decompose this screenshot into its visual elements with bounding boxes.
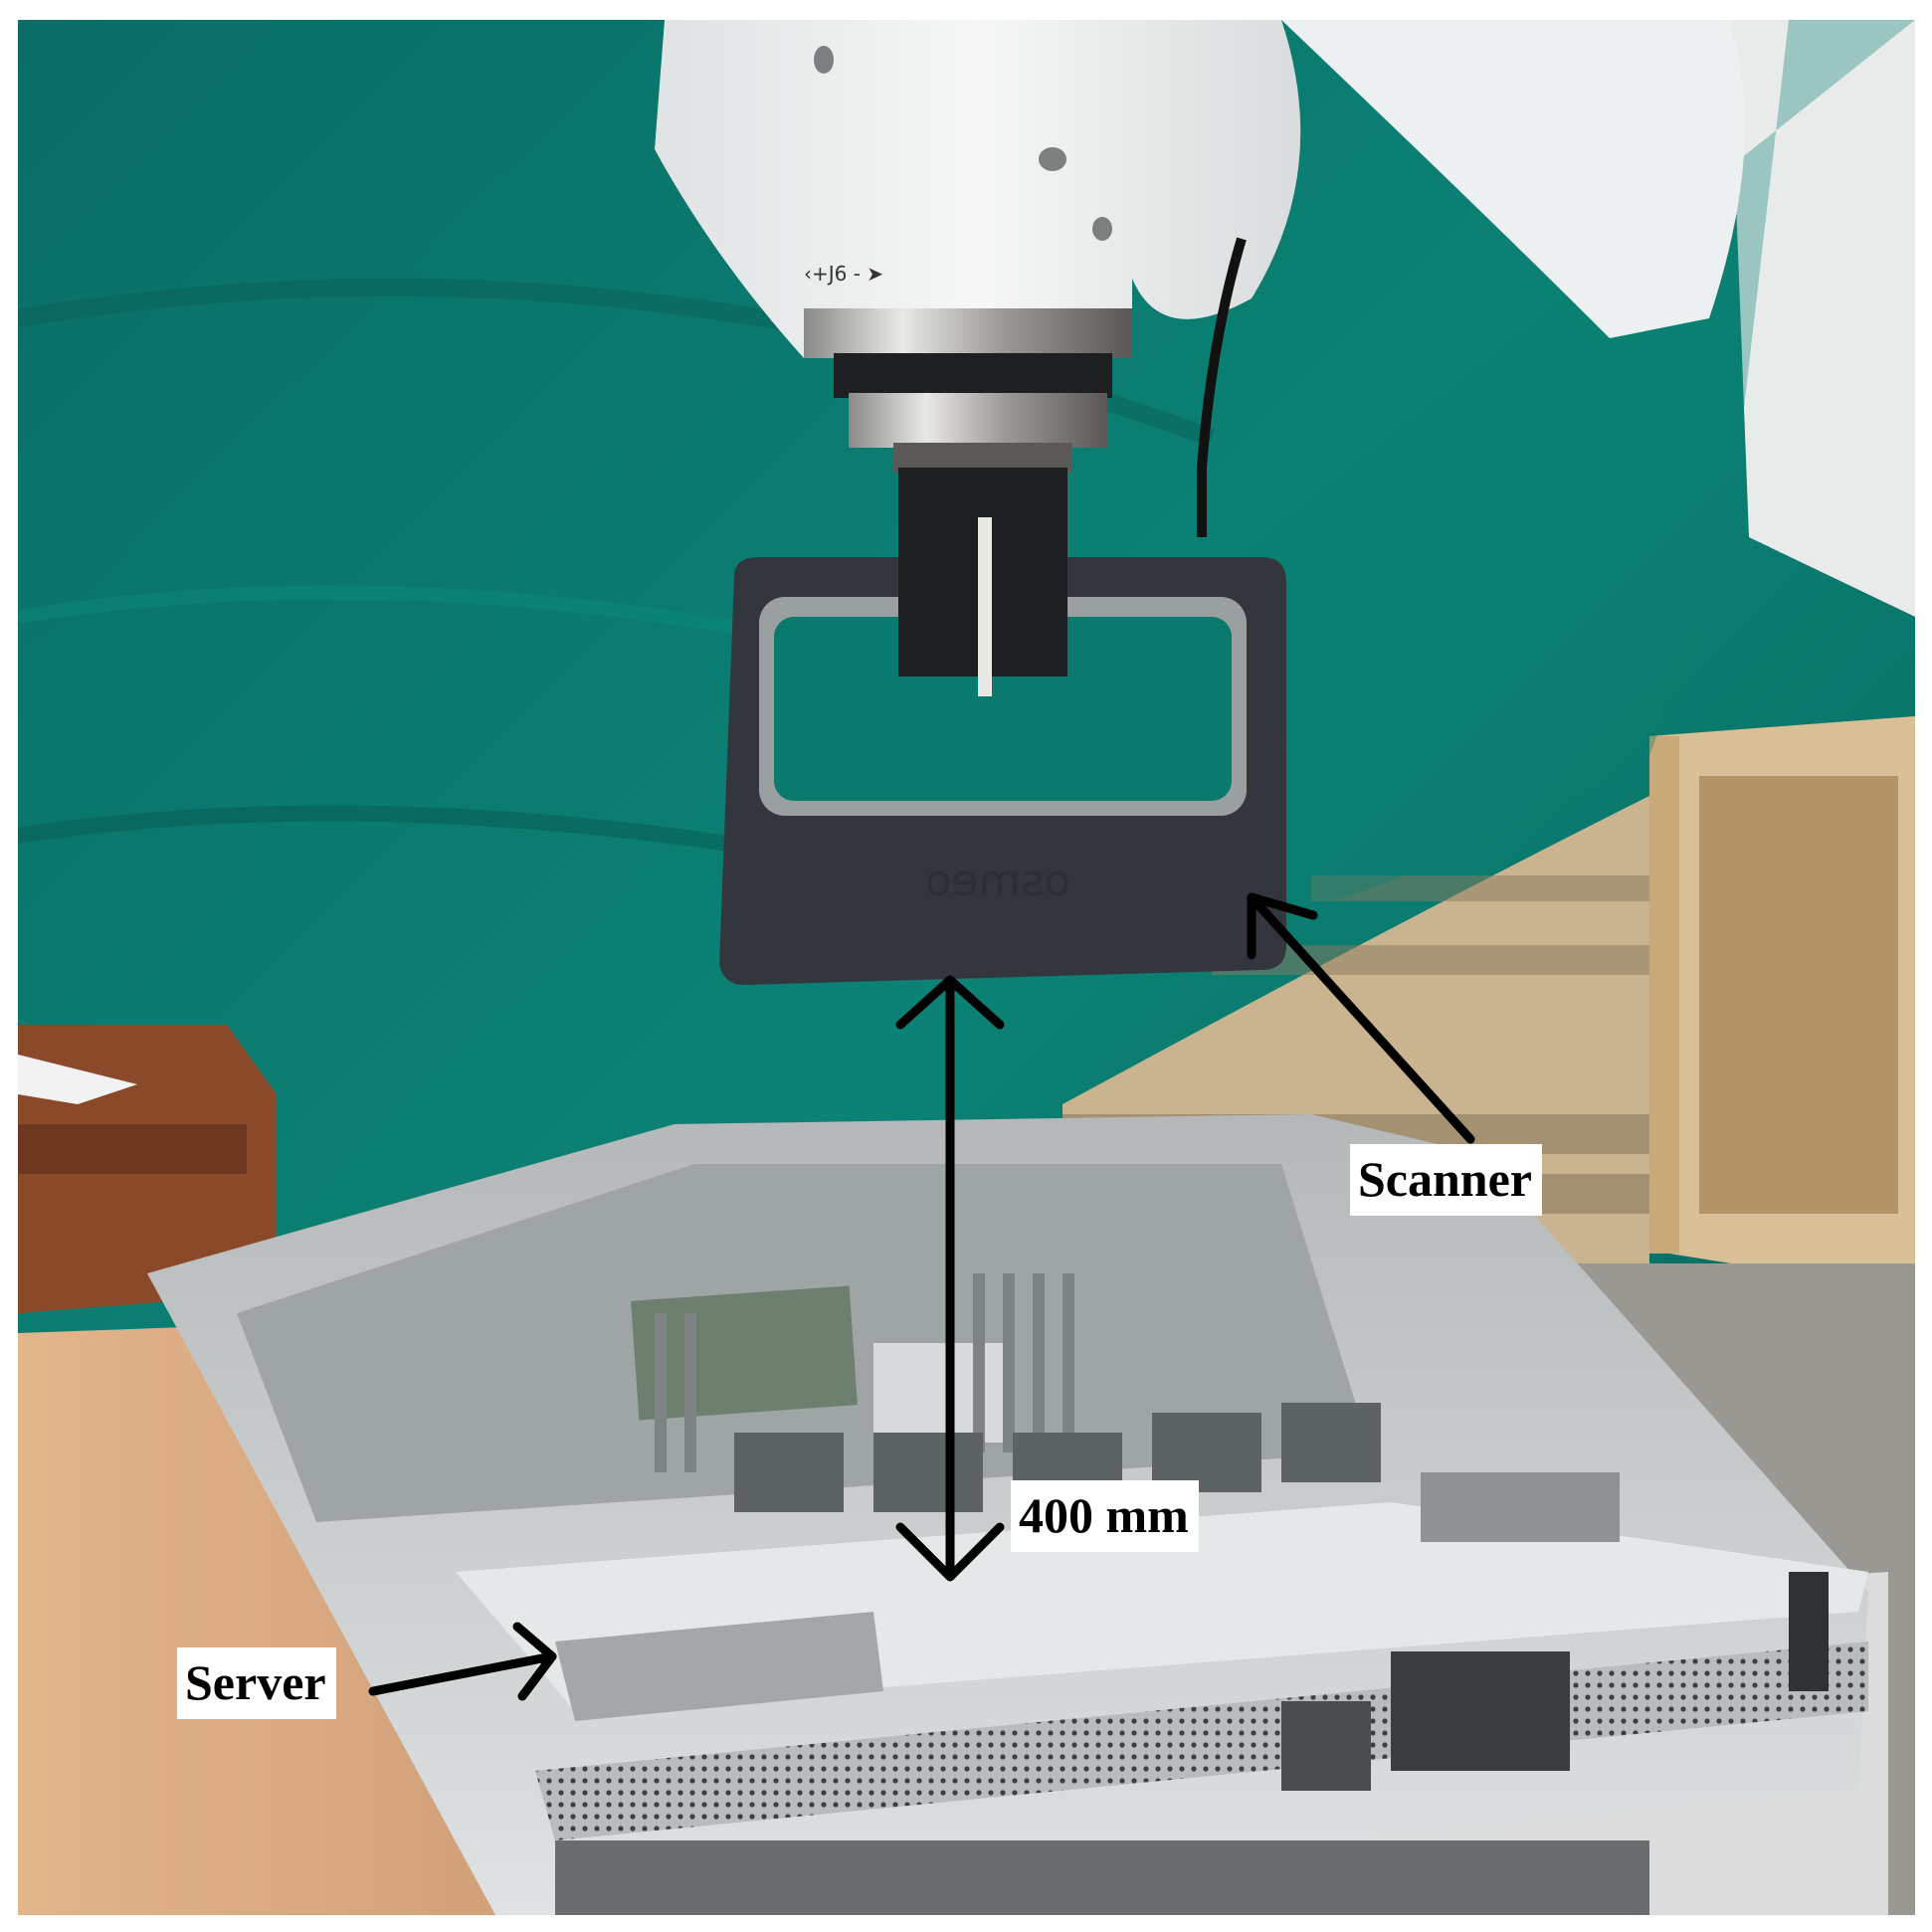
desk xyxy=(18,1025,277,1313)
server-label: Server xyxy=(177,1647,336,1719)
photograph: ‹+J6 - ➤ osmeo xyxy=(18,20,1915,1915)
distance-label: 400 mm xyxy=(1011,1480,1199,1552)
robot-arm: ‹+J6 - ➤ xyxy=(655,20,1745,696)
cable xyxy=(1197,237,1247,537)
joint-marking: ‹+J6 - ➤ xyxy=(804,262,883,286)
scanner-label: Scanner xyxy=(1350,1144,1542,1216)
photo-scene: ‹+J6 - ➤ osmeo xyxy=(18,20,1915,1915)
scanner-device: osmeo xyxy=(719,557,1286,985)
scanner-logo-embossed: osmeo xyxy=(925,856,1071,906)
server-chassis xyxy=(147,1114,1868,1915)
